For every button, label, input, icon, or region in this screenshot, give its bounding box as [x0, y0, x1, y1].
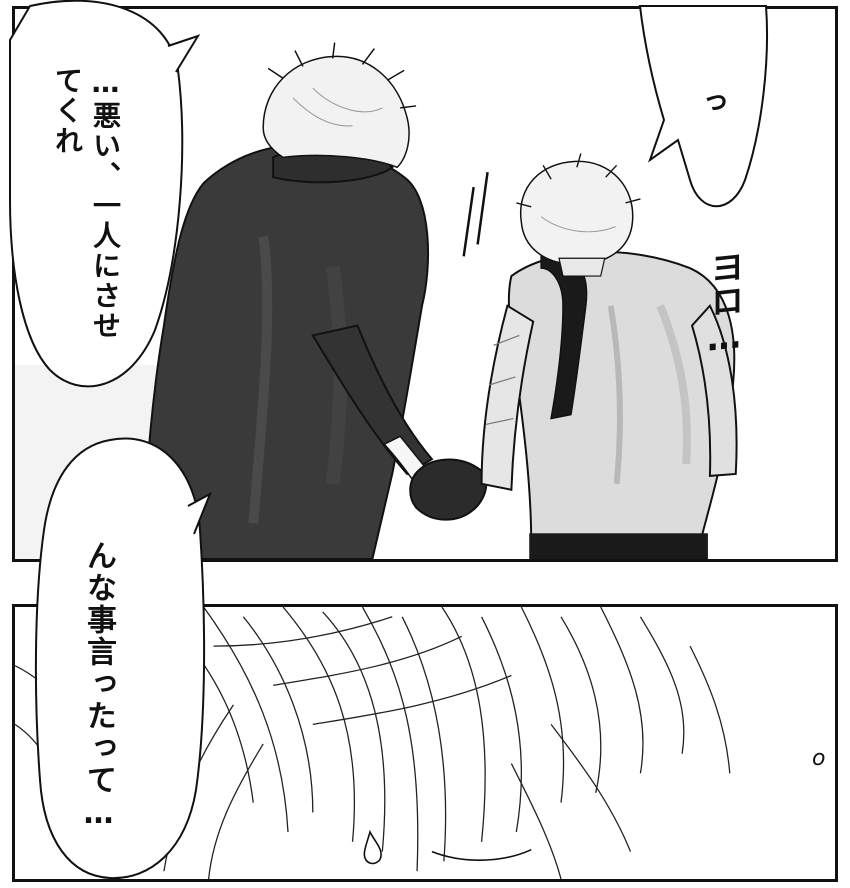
sfx-stagger-text: ヨロ… — [704, 247, 744, 361]
speech-line-2: 一人にさせてくれ — [51, 66, 122, 341]
speech-line-1: …悪い、 — [89, 66, 122, 191]
sfx-small-o: o — [812, 746, 826, 771]
speech-bubble-3-text: っ — [695, 88, 728, 118]
bottom-panel — [12, 604, 838, 882]
speech-bubble-1-text: …悪い、一人にさせてくれ — [48, 66, 124, 366]
speech-bubble-2-text: んな事言ったって… — [81, 540, 116, 833]
left-character — [143, 42, 488, 559]
panel-gutter — [0, 562, 850, 604]
bottom-panel-artwork — [15, 607, 835, 879]
right-character — [480, 153, 738, 559]
motion-lines-icon — [462, 172, 489, 257]
